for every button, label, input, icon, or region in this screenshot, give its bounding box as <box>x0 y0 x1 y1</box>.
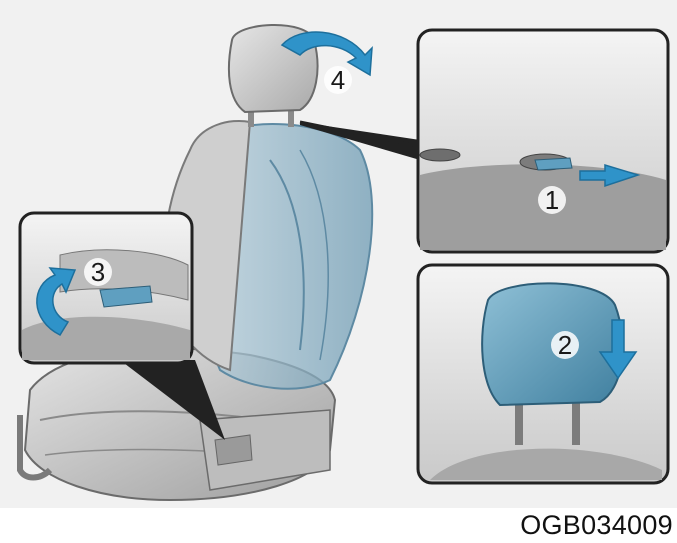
step-2-label: 2 <box>558 330 572 360</box>
recline-lever <box>99 285 153 308</box>
step-4-label: 4 <box>331 65 345 95</box>
step-4-marker <box>324 66 352 94</box>
press-arrow-icon <box>579 163 641 188</box>
step-1-marker <box>538 186 566 214</box>
inset-push-down: 2 <box>416 263 670 485</box>
push-down-arrow-icon <box>598 319 638 380</box>
step-3-label: 3 <box>91 257 105 287</box>
figure-code: OGB034009 <box>520 510 673 540</box>
headrest-post-left <box>248 105 254 127</box>
inset-recline-lever: 3 <box>18 211 225 440</box>
seat-rail <box>17 415 53 481</box>
step-3-marker <box>84 258 112 286</box>
step-2-marker <box>551 331 579 359</box>
step-1-label: 1 <box>545 185 559 215</box>
headrest-post-right <box>288 105 294 127</box>
remove-arrow-icon <box>280 31 373 77</box>
inset-press-button: 1 <box>299 28 670 254</box>
recline-arrow-icon <box>36 267 77 336</box>
